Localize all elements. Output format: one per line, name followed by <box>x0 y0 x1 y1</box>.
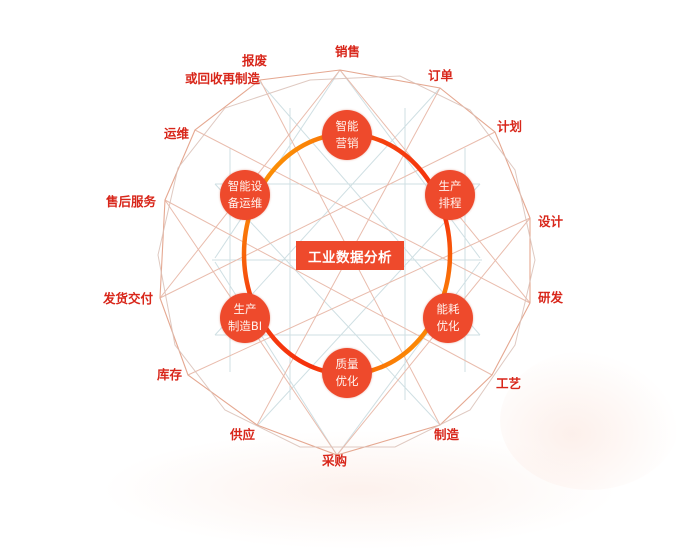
node-label: 生产 <box>438 179 462 193</box>
label-operations: 运维 <box>164 126 190 141</box>
node-production-bi: 生产 制造BI <box>220 293 270 343</box>
node-label: 生产 <box>233 302 257 316</box>
outer-polygon-b <box>157 75 536 448</box>
node-label: 制造BI <box>227 319 263 333</box>
label-manufacturing: 制造 <box>434 427 460 442</box>
node-label: 备运维 <box>227 196 263 210</box>
node-label: 能耗 <box>436 302 460 316</box>
label-delivery: 发货交付 <box>103 291 154 306</box>
label-scrap-line2: 或回收再制造 <box>185 71 261 86</box>
node-production-scheduling: 生产 排程 <box>425 170 475 220</box>
background-glow-right <box>500 350 680 490</box>
node-label: 排程 <box>438 196 462 210</box>
label-planning: 计划 <box>497 119 523 134</box>
label-design: 设计 <box>538 214 564 229</box>
node-label: 质量 <box>335 357 359 371</box>
node-equipment-maintenance: 智能设 备运维 <box>220 170 270 220</box>
node-label: 优化 <box>335 374 359 388</box>
label-process: 工艺 <box>496 376 522 391</box>
label-scrap-line1: 报废 <box>242 53 268 68</box>
center-title: 工业数据分析 <box>296 241 404 270</box>
node-label: 智能设 <box>227 179 263 193</box>
node-label: 智能 <box>335 119 359 133</box>
label-sales: 销售 <box>335 44 361 59</box>
node-quality-optimization: 质量 优化 <box>322 348 372 398</box>
outer-polygon-a <box>159 69 531 456</box>
node-label: 优化 <box>436 319 460 333</box>
node-smart-marketing: 智能 营销 <box>322 110 372 160</box>
label-rnd: 研发 <box>538 290 564 305</box>
node-label: 营销 <box>335 136 359 150</box>
label-supply: 供应 <box>230 427 256 442</box>
label-orders: 订单 <box>428 68 454 83</box>
label-inventory: 库存 <box>157 367 183 382</box>
label-after-sales: 售后服务 <box>106 194 157 209</box>
node-energy-optimization: 能耗 优化 <box>423 293 473 343</box>
label-procurement: 采购 <box>322 453 348 468</box>
